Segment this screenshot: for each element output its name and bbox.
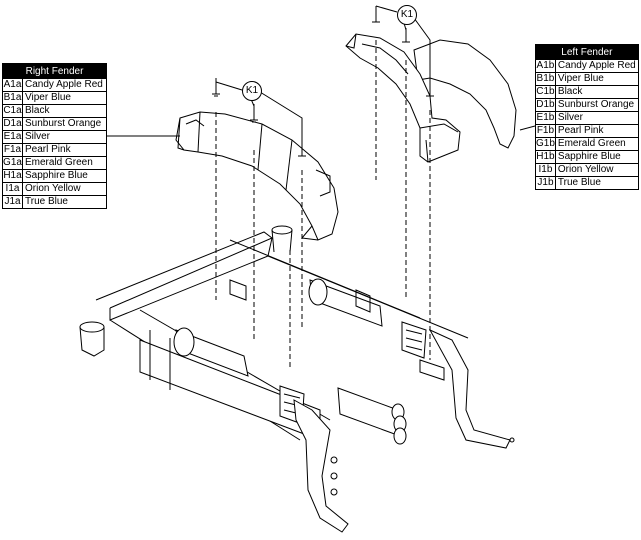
part-code: F1a — [2, 143, 23, 157]
left-fender-title: Left Fender — [535, 44, 639, 60]
table-leader-lines — [107, 125, 536, 137]
part-code: E1a — [2, 130, 23, 144]
part-code: F1b — [535, 124, 556, 138]
color-name: Sunburst Orange — [554, 98, 639, 112]
color-name: Silver — [22, 130, 107, 144]
alignment-lines-left — [375, 40, 431, 360]
alignment-lines-right — [215, 112, 303, 370]
color-name: Candy Apple Red — [554, 59, 639, 73]
frame-drawing — [79, 225, 515, 533]
left-fender-screws — [372, 6, 434, 97]
color-name: Silver — [554, 111, 639, 125]
color-name: True Blue — [554, 176, 639, 190]
callout-k1-right: K1 — [242, 81, 262, 101]
part-code: J1b — [535, 176, 556, 190]
part-code: B1b — [535, 72, 556, 86]
part-code: H1b — [535, 150, 556, 164]
part-code: G1a — [2, 156, 23, 170]
color-name: Candy Apple Red — [22, 78, 107, 92]
color-name: Black — [554, 85, 639, 99]
part-code: E1b — [535, 111, 556, 125]
color-name: Pearl Pink — [22, 143, 107, 157]
part-code: A1a — [2, 78, 23, 92]
right-fender-title: Right Fender — [2, 63, 107, 79]
right-fender-drawing — [175, 111, 339, 241]
part-code: A1b — [535, 59, 556, 73]
color-name: Viper Blue — [22, 91, 107, 105]
color-name: Viper Blue — [554, 72, 639, 86]
color-name: Pearl Pink — [554, 124, 639, 138]
color-name: True Blue — [22, 195, 107, 209]
part-code: H1a — [2, 169, 23, 183]
callout-k1-left: K1 — [397, 5, 417, 25]
color-name: Sunburst Orange — [22, 117, 107, 131]
right-fender-screws — [212, 78, 306, 157]
color-name: Emerald Green — [554, 137, 639, 151]
left-fender-drawing — [345, 33, 517, 163]
part-code: I1b — [535, 163, 556, 177]
part-code: C1a — [2, 104, 23, 118]
part-code: D1b — [535, 98, 556, 112]
color-name: Orion Yellow — [22, 182, 107, 196]
color-name: Orion Yellow — [554, 163, 639, 177]
color-name: Sapphire Blue — [554, 150, 639, 164]
part-code: B1a — [2, 91, 23, 105]
color-name: Black — [22, 104, 107, 118]
part-code: J1a — [2, 195, 23, 209]
part-code: D1a — [2, 117, 23, 131]
part-code: G1b — [535, 137, 556, 151]
part-code: I1a — [2, 182, 23, 196]
color-name: Sapphire Blue — [22, 169, 107, 183]
color-name: Emerald Green — [22, 156, 107, 170]
part-code: C1b — [535, 85, 556, 99]
